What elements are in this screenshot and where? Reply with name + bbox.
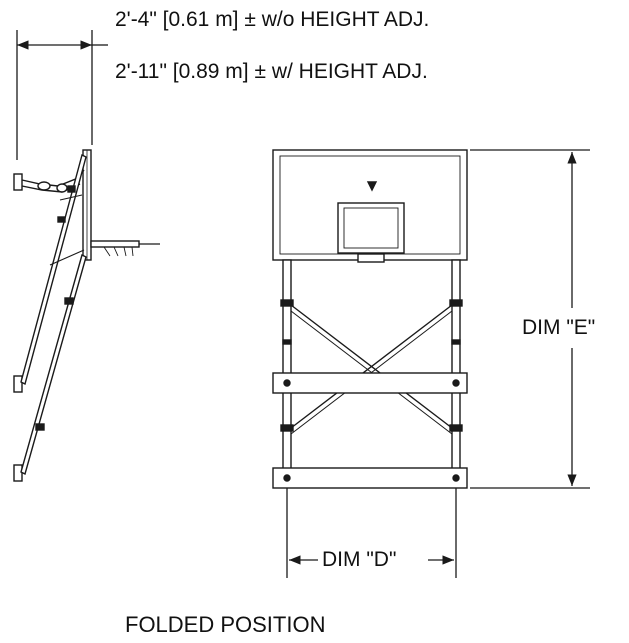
wall-bracket-middle (13, 375, 23, 393)
side-view (13, 149, 160, 482)
lower-strut (20, 253, 87, 476)
target-square (337, 202, 405, 254)
middle-crossbar (272, 372, 468, 394)
label-without-height-adj: 2'-4" [0.61 m] ± w/o HEIGHT ADJ. (115, 8, 430, 31)
front-view (272, 149, 468, 489)
rim-side (90, 240, 140, 248)
upper-strut (20, 153, 87, 386)
wall-bracket-top (13, 173, 23, 191)
label-dim-e: DIM "E" (522, 316, 596, 339)
top-dimension (16, 30, 108, 160)
caption-folded-position: FOLDED POSITION (125, 612, 326, 637)
left-post (282, 259, 292, 476)
right-post (451, 259, 461, 476)
wall-bracket-bottom (13, 464, 23, 482)
rim-bracket (357, 253, 385, 263)
base-crossbar (272, 467, 468, 489)
dim-d-dimension (286, 488, 457, 578)
label-with-height-adj: 2'-11" [0.89 m] ± w/ HEIGHT ADJ. (115, 60, 428, 83)
center-marker (366, 181, 378, 192)
dim-e-dimension (470, 149, 590, 489)
cross-brace-b (290, 304, 453, 429)
label-dim-d: DIM "D" (322, 548, 397, 571)
